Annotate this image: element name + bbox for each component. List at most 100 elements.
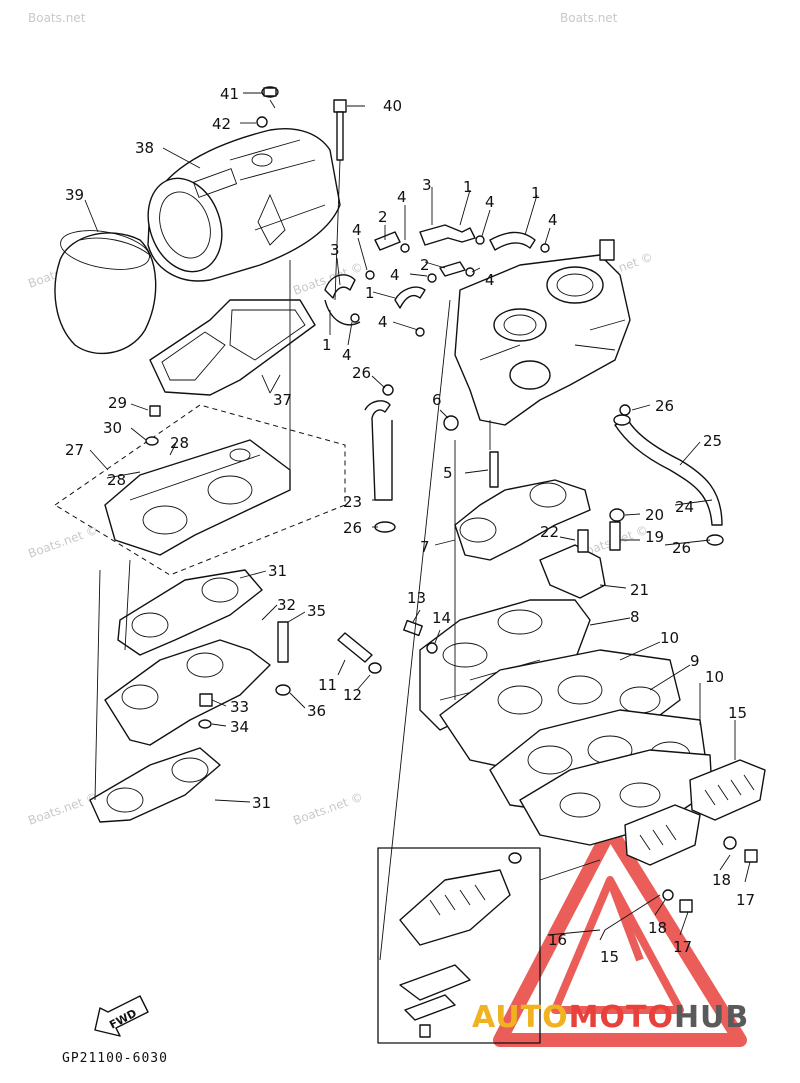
- callout-28b: 28: [107, 471, 126, 489]
- watermark: Boats.net ©: [26, 523, 100, 561]
- cap-41-part: [261, 86, 279, 98]
- assembly-lines: [94, 99, 491, 961]
- callout-38: 38: [135, 139, 154, 157]
- washer-42-part: [256, 116, 268, 128]
- washer-14-part: [426, 642, 438, 654]
- callout-17b: 17: [673, 938, 692, 956]
- callout-10: 10: [660, 629, 679, 647]
- fwd-arrow-icon: FWD: [94, 995, 149, 1037]
- callout-10b: 10: [705, 668, 724, 686]
- cap-20-part: [609, 508, 625, 522]
- bolt-17-part: [744, 849, 758, 863]
- automotohub-logo-icon: [493, 823, 747, 1047]
- callout-15b: 15: [600, 948, 619, 966]
- reed-valve-15b-part: [624, 804, 701, 866]
- callout-9: 9: [690, 652, 700, 670]
- bolt-11-part: [337, 632, 373, 663]
- watermark: Boats.net ©: [26, 790, 100, 828]
- air-silencer-part: [147, 128, 341, 282]
- leader-lines: [84, 92, 751, 941]
- callout-30: 30: [103, 419, 122, 437]
- callout-24: 24: [675, 498, 694, 516]
- callout-6: 6: [432, 391, 442, 409]
- hose-23-part: [364, 400, 396, 533]
- gasket-37-part: [149, 299, 316, 396]
- callout-18: 18: [712, 871, 731, 889]
- callout-4: 4: [397, 188, 407, 206]
- carburetor-assembly-part: [454, 239, 631, 426]
- callout-15: 15: [728, 704, 747, 722]
- bolt-17b-part: [679, 899, 693, 913]
- logo-part-hub: HUB: [673, 1000, 750, 1035]
- callout-19: 19: [645, 528, 664, 546]
- clamp-26-part: [382, 384, 394, 396]
- callout-31b: 31: [252, 794, 271, 812]
- bolt-22-part: [577, 529, 589, 553]
- callout-35: 35: [307, 602, 326, 620]
- callout-21: 21: [630, 581, 649, 599]
- callout-1c: 1: [365, 284, 375, 302]
- cylinder-head-part: [104, 439, 291, 556]
- bolt-29-part: [149, 405, 161, 417]
- gasket-31-part: [117, 569, 263, 656]
- callout-14: 14: [432, 609, 451, 627]
- callout-23: 23: [343, 493, 362, 511]
- bolt-33-part: [199, 693, 213, 707]
- nut-6-part: [443, 415, 459, 431]
- callout-26d: 26: [672, 539, 691, 557]
- gasket-31b-part: [89, 747, 221, 823]
- automotohub-logo: AUTOMOTOHUB: [472, 1000, 749, 1035]
- callout-labels: 41 42 40 38 39 3 1 1 4 4 4 2 4 3 2 4 4 1…: [65, 85, 755, 966]
- callout-39: 39: [65, 186, 84, 204]
- bolt-13-part: [403, 619, 423, 637]
- washer-36-part: [275, 684, 291, 696]
- callout-1d: 1: [322, 336, 332, 354]
- callout-3b: 3: [330, 241, 340, 259]
- hose-25-part: [613, 414, 724, 546]
- washer-30-part: [145, 436, 159, 446]
- washer-12-part: [368, 662, 382, 674]
- gasket-7-part: [454, 479, 591, 561]
- callout-26c: 26: [343, 519, 362, 537]
- washer-34-part: [198, 719, 212, 729]
- callout-2: 2: [378, 208, 388, 226]
- callout-1: 1: [463, 178, 473, 196]
- logo-part-auto: AUTO: [472, 1000, 569, 1035]
- bolt-35-part: [277, 621, 289, 663]
- callout-13: 13: [407, 589, 426, 607]
- callout-4c: 4: [548, 211, 558, 229]
- callout-41: 41: [220, 85, 239, 103]
- watermark: Boats.net ©: [291, 790, 365, 828]
- callout-26: 26: [352, 364, 371, 382]
- watermark: Boats.net: [28, 11, 86, 25]
- air-boot-part: [54, 230, 157, 355]
- callout-4f: 4: [485, 271, 495, 289]
- callout-29: 29: [108, 394, 127, 412]
- callout-31: 31: [268, 562, 287, 580]
- washer-18-part: [723, 836, 737, 850]
- inset-detail-box: [377, 847, 541, 1044]
- callout-32: 32: [277, 596, 296, 614]
- callout-18b: 18: [648, 919, 667, 937]
- callout-4d: 4: [352, 221, 362, 239]
- callout-22: 22: [540, 523, 559, 541]
- callout-26b: 26: [655, 397, 674, 415]
- hoses-part: [324, 224, 550, 337]
- callout-2b: 2: [420, 256, 430, 274]
- bolt-40-part: [333, 99, 347, 161]
- cylinder-head-27-frame: [54, 404, 346, 576]
- reed-valve-15-part: [689, 759, 766, 821]
- callout-20: 20: [645, 506, 664, 524]
- bolt-19-part: [609, 521, 621, 551]
- callout-4b: 4: [485, 193, 495, 211]
- callout-36: 36: [307, 702, 326, 720]
- callout-17: 17: [736, 891, 755, 909]
- clamp-26b-part: [619, 404, 631, 416]
- callout-34: 34: [230, 718, 249, 736]
- callout-27: 27: [65, 441, 84, 459]
- callout-16: 16: [548, 931, 567, 949]
- bracket-21-part: [539, 544, 606, 599]
- callout-33: 33: [230, 698, 249, 716]
- logo-part-moto: MOTO: [568, 1000, 674, 1035]
